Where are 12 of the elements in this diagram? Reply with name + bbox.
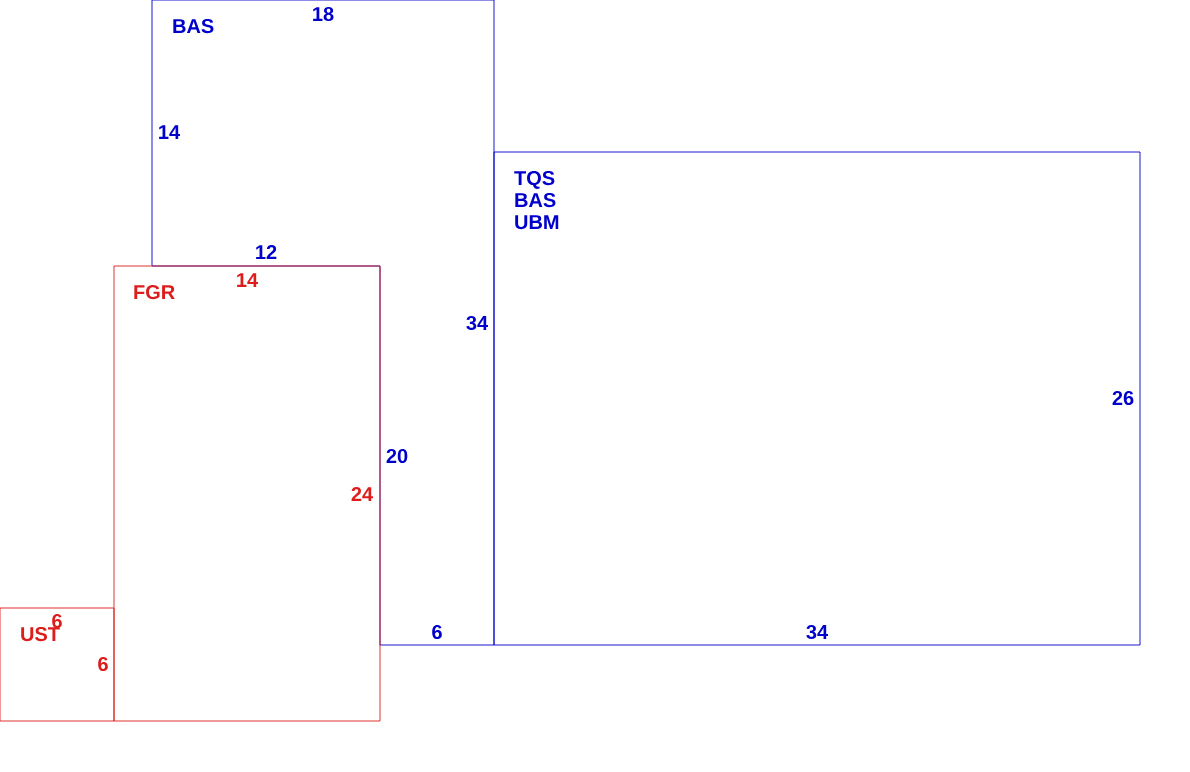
dimension-label: 12 bbox=[256, 245, 277, 259]
dimension-label: 20 bbox=[386, 448, 408, 464]
dimension-label: 18 bbox=[313, 6, 334, 22]
dimension-label: 6 bbox=[52, 613, 62, 629]
dimension-label: 26 bbox=[1112, 390, 1134, 406]
dimension-label: 34 bbox=[806, 624, 828, 640]
dimension-label: 34 bbox=[466, 315, 488, 331]
dimension-label: 14 bbox=[237, 273, 258, 287]
dimension-label: 6 bbox=[432, 624, 442, 640]
dimension-label: 14 bbox=[159, 125, 180, 139]
dimension-label: 24 bbox=[351, 487, 373, 501]
dimension-label: 6 bbox=[98, 656, 108, 672]
